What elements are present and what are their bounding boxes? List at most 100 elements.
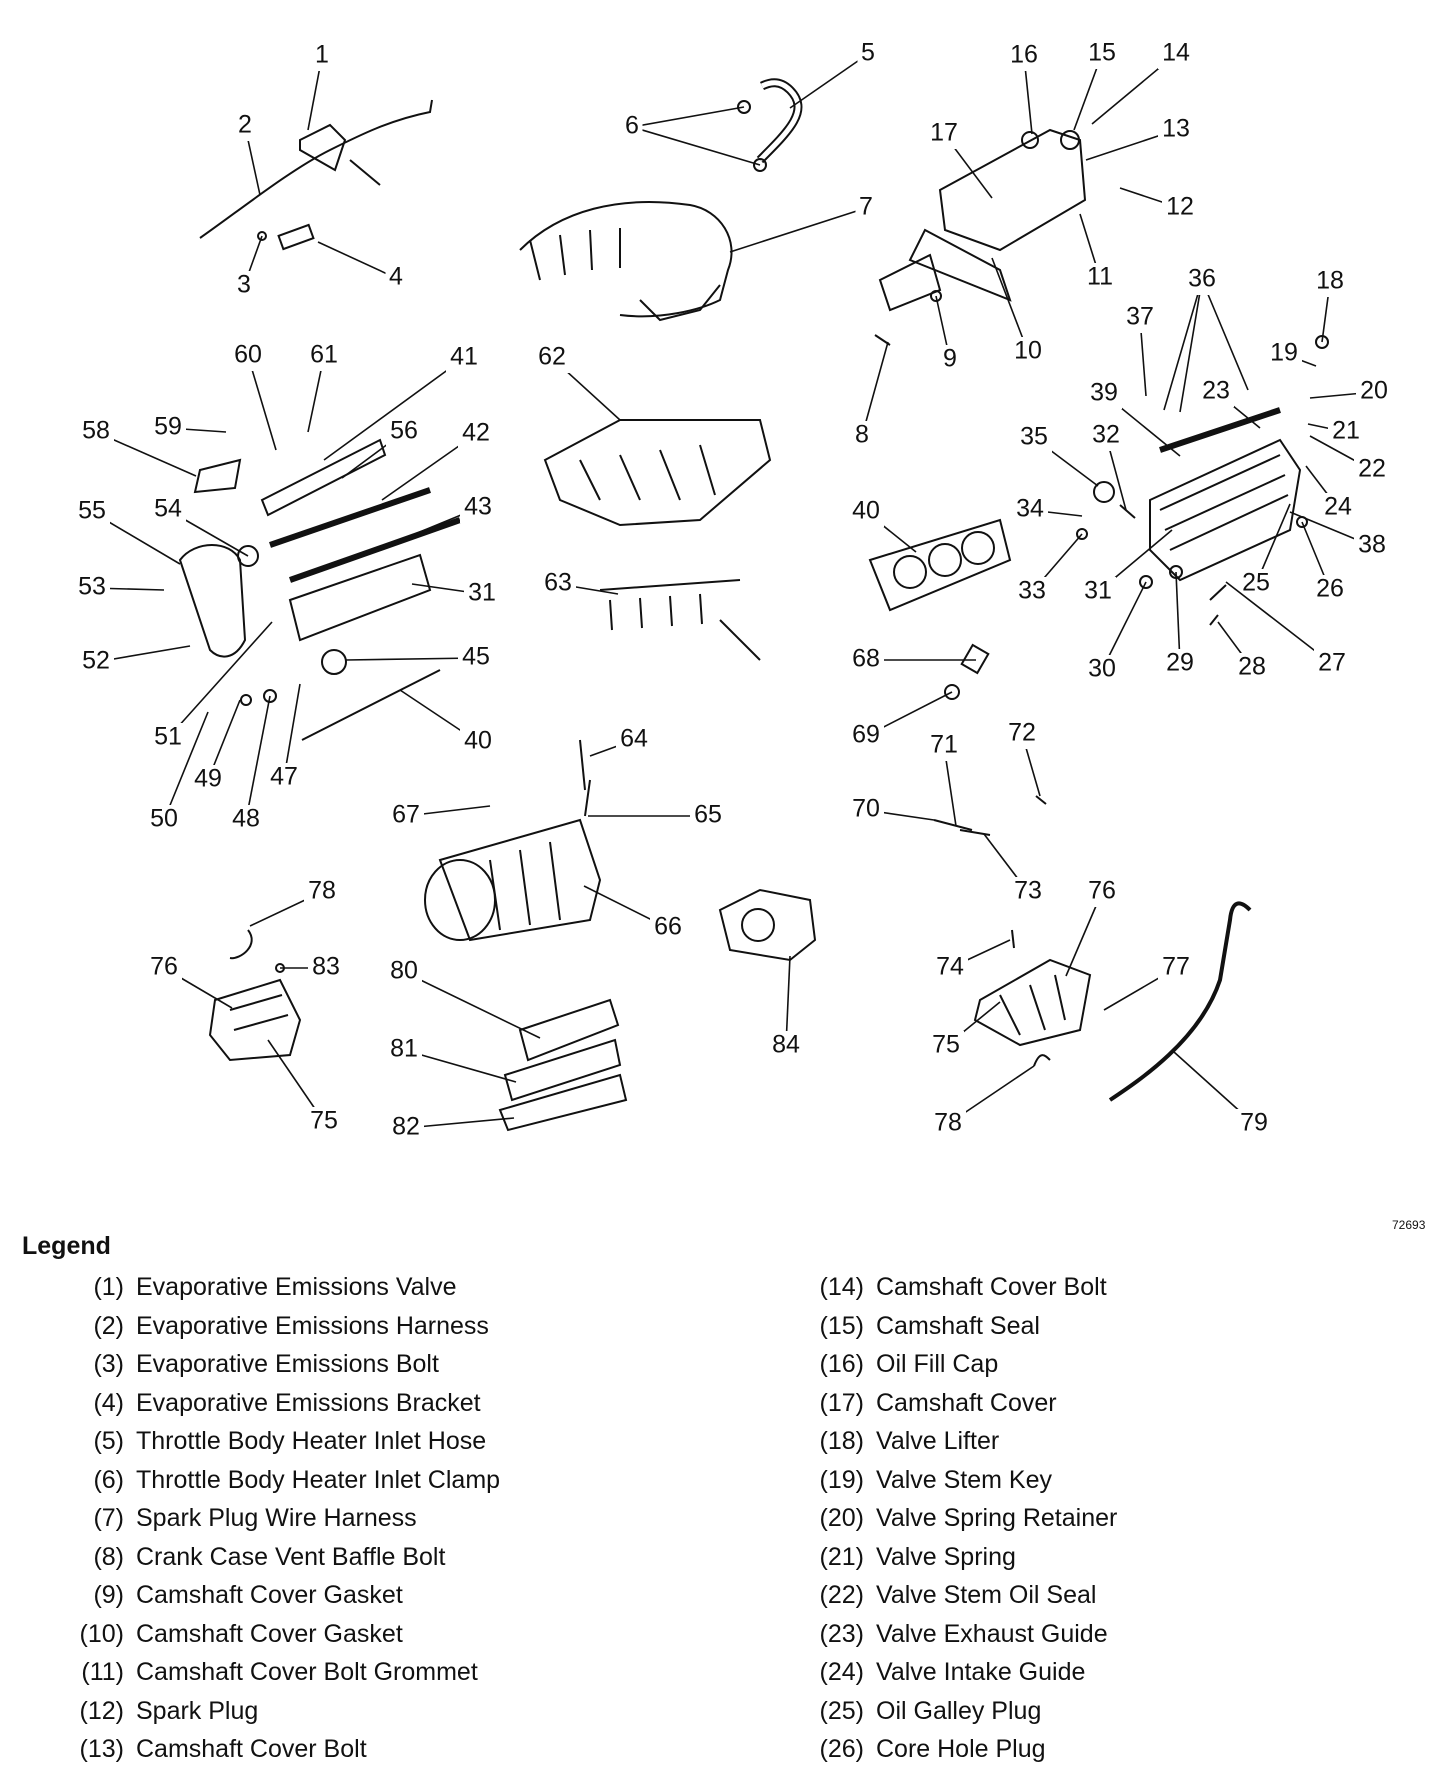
callout-backdrop — [228, 805, 264, 835]
callout-backdrop — [1010, 877, 1046, 907]
callout-number: 26 — [1316, 575, 1344, 603]
callout-40: 40 — [848, 497, 917, 553]
callout-backdrop — [1238, 569, 1274, 599]
callout-25: 25 — [1238, 503, 1291, 599]
callout-backdrop — [74, 497, 110, 527]
legend-item-number: (17) — [819, 1388, 864, 1417]
callout-backdrop — [1084, 877, 1120, 907]
callout-backdrop — [1198, 377, 1234, 407]
callout-backdrop — [1236, 1109, 1272, 1139]
legend-item-label: Camshaft Cover Gasket — [136, 1619, 403, 1648]
legend-item-label: Valve Stem Oil Seal — [876, 1581, 1097, 1609]
callout-number: 2 — [238, 111, 252, 139]
callout-27: 27 — [1225, 581, 1350, 679]
callout-number: 66 — [654, 913, 682, 941]
callout-20: 20 — [1309, 377, 1392, 407]
callout-53: 53 — [74, 573, 165, 603]
callout-backdrop — [1312, 267, 1348, 297]
callout-50: 50 — [146, 711, 209, 835]
callout-number: 32 — [1092, 421, 1120, 449]
callout-76: 76 — [1065, 877, 1120, 977]
callout-number: 9 — [943, 345, 957, 373]
legend-item-label: Oil Galley Plug — [876, 1696, 1042, 1725]
callout-47: 47 — [266, 683, 302, 793]
callout-number: 78 — [934, 1109, 962, 1137]
callout-number: 51 — [154, 723, 182, 751]
legend-item: (2)Evaporative Emissions Harness — [60, 1307, 500, 1346]
legend-item: (7)Spark Plug Wire Harness — [60, 1499, 500, 1538]
callout-backdrop — [1356, 377, 1392, 407]
callout-number: 11 — [1087, 263, 1113, 291]
callout-number: 55 — [78, 497, 106, 525]
legend-item-label: Valve Intake Guide — [876, 1658, 1086, 1686]
callout-number: 63 — [544, 569, 572, 597]
legend-item-number: (6) — [93, 1465, 124, 1494]
callout-45: 45 — [345, 643, 494, 673]
callout-backdrop — [768, 1031, 804, 1061]
callout-12: 12 — [1119, 187, 1198, 223]
legend-item: (19)Valve Stem Key — [800, 1461, 1117, 1500]
callout-number: 31 — [468, 579, 496, 607]
callout-number: 29 — [1166, 649, 1194, 677]
callout-number: 19 — [1270, 339, 1298, 367]
callout-backdrop — [857, 39, 879, 69]
callout-backdrop — [234, 111, 256, 141]
legend-item: (17)Camshaft Cover — [800, 1384, 1117, 1423]
callout-number: 42 — [462, 419, 490, 447]
callout-number: 37 — [1126, 303, 1154, 331]
callout-number: 21 — [1332, 417, 1360, 445]
callout-number: 22 — [1358, 455, 1386, 483]
callout-backdrop — [690, 801, 726, 831]
callout-17: 17 — [926, 119, 993, 199]
leader-line — [283, 683, 301, 779]
fuel-rail-drawing — [599, 579, 761, 661]
callout-number: 28 — [1238, 653, 1266, 681]
callout-55: 55 — [74, 497, 181, 565]
callout-backdrop — [386, 957, 422, 987]
callout-56: 56 — [341, 417, 422, 479]
callout-40: 40 — [399, 689, 496, 757]
callout-6: 6 — [621, 112, 761, 166]
callout-number: 36 — [1188, 265, 1216, 293]
callout-backdrop — [385, 263, 407, 293]
legend-item-number: (12) — [79, 1696, 124, 1725]
callout-75: 75 — [267, 1039, 342, 1137]
legend-item: (13)Camshaft Cover Bolt — [60, 1730, 500, 1769]
heater-pipe-drawing — [1108, 901, 1252, 1102]
callout-backdrop — [1004, 719, 1040, 749]
callout-number: 81 — [390, 1035, 418, 1063]
callout-backdrop — [460, 727, 496, 757]
leader-line — [1163, 279, 1203, 411]
callout-43: 43 — [409, 493, 496, 537]
callout-38: 38 — [1289, 511, 1390, 561]
callout-number: 82 — [392, 1113, 420, 1141]
callout-number: 80 — [390, 957, 418, 985]
callout-backdrop — [1006, 41, 1042, 71]
callout-number: 77 — [1162, 953, 1190, 981]
legend-item: (8)Crank Case Vent Baffle Bolt — [60, 1538, 500, 1577]
callout-number: 43 — [464, 493, 492, 521]
callout-39: 39 — [1086, 379, 1181, 457]
callout-backdrop — [930, 1109, 966, 1139]
callout-backdrop — [1158, 115, 1194, 145]
legend-item: (3)Evaporative Emissions Bolt — [60, 1345, 500, 1384]
callout-5: 5 — [789, 39, 879, 109]
callout-backdrop — [1184, 265, 1220, 295]
callout-backdrop — [540, 569, 576, 599]
callout-number: 69 — [852, 721, 880, 749]
legend-item-label: Evaporative Emissions Bracket — [136, 1388, 481, 1417]
legend-item-number: (9) — [93, 1581, 124, 1609]
callout-backdrop — [146, 953, 182, 983]
callout-35: 35 — [1016, 423, 1099, 487]
callout-29: 29 — [1162, 571, 1198, 679]
leader-line — [247, 355, 277, 451]
callout-number: 18 — [1316, 267, 1344, 295]
callout-number: 79 — [1240, 1109, 1268, 1137]
callout-69: 69 — [848, 691, 953, 751]
callout-36: 36 — [1184, 265, 1249, 391]
callout-backdrop — [386, 417, 422, 447]
leader-line — [1201, 279, 1249, 391]
legend-item-number: (23) — [819, 1619, 864, 1648]
callout-backdrop — [460, 493, 496, 523]
callout-32: 32 — [1088, 421, 1127, 511]
